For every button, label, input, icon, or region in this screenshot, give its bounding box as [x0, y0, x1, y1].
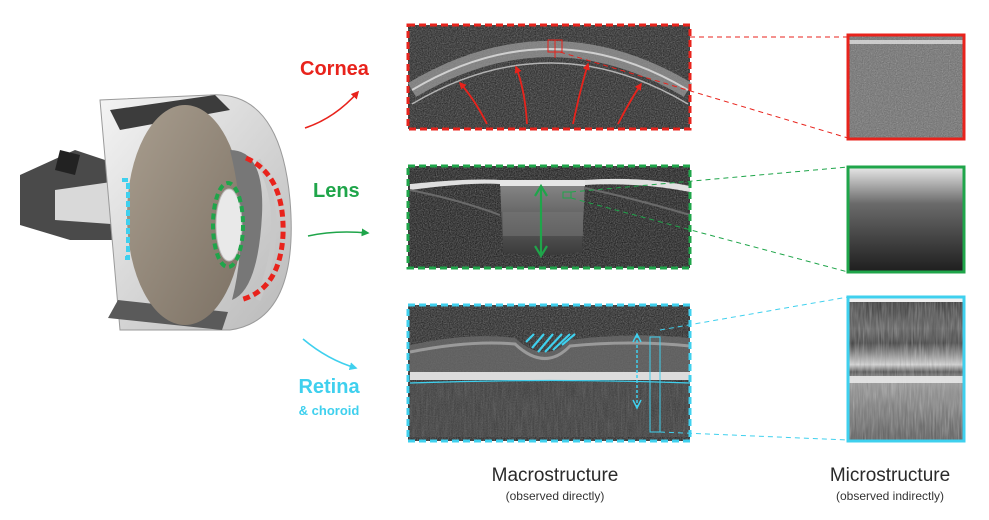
lens-arrow-icon: [307, 228, 370, 237]
retina-outline: [122, 178, 130, 260]
eye-muscle-stub: [55, 150, 80, 175]
cornea-outline: [239, 155, 286, 303]
fovea-hatch: [525, 333, 576, 353]
macrostructure-heading: Macrostructure: [491, 465, 619, 486]
retina-sublabel: & choroid: [298, 403, 360, 418]
macrostructure-subheading: (observed directly): [505, 489, 605, 503]
microstructure-subheading: (observed indirectly): [835, 489, 945, 503]
eye-anatomy-illustration: [20, 94, 292, 331]
rpe-band: [410, 372, 690, 380]
lens-micro-panel: [846, 165, 966, 274]
cornea-macro-panel: [406, 23, 693, 131]
retina-arrow-icon: [302, 338, 358, 371]
cornea-micro-panel: [846, 33, 966, 141]
lens-connector-bottom: [570, 197, 849, 273]
retina-connector-top: [659, 296, 849, 331]
microstructure-heading: Microstructure: [829, 465, 951, 486]
lens-label: Lens: [313, 180, 360, 202]
vitreous-interior: [127, 105, 243, 325]
crystalline-lens: [215, 188, 243, 262]
cornea-arrow-icon: [304, 90, 360, 129]
lens-outline: [211, 181, 245, 269]
retina-micro-panel: [846, 295, 966, 443]
lens-macro-panel: [406, 164, 692, 270]
cornea-label: Cornea: [300, 58, 369, 80]
retina-connector-bottom: [659, 431, 849, 441]
retina-macro-panel: [406, 303, 692, 443]
retina-label: Retina: [298, 376, 360, 398]
lens-connector-top: [570, 166, 849, 193]
iris-section: [230, 150, 263, 300]
